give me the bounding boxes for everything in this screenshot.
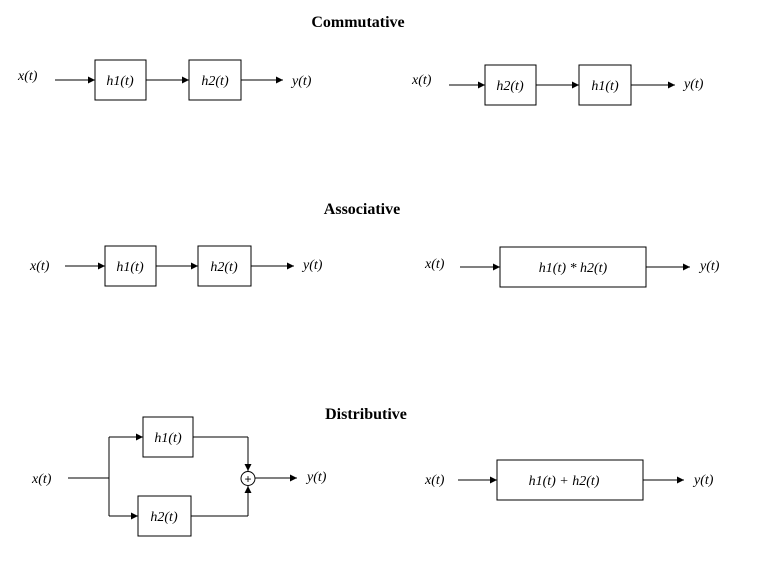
associative-title: Associative [324,201,400,218]
associative-left-block-2-label: h2(t) [210,260,238,275]
distributive-left-output-label: y(t) [305,470,327,485]
associative-left-input-label: x(t) [29,259,50,274]
associative-right-block [499,246,647,288]
commutative-left-block-2 [188,59,242,101]
commutative-left-system: x(t) h1(t) h2(t) y(t) [17,59,312,101]
associative-left-block-2 [197,245,252,287]
commutative-right-output-label: y(t) [682,77,704,92]
distributive-lower-block [137,495,192,537]
distributive-right-block [496,459,644,501]
commutative-right-system: x(t) h2(t) h1(t) y(t) [411,64,704,106]
distributive-right-output-label: y(t) [692,473,714,488]
commutative-left-block-1-label: h1(t) [106,74,134,89]
associative-right-input-label: x(t) [424,257,445,272]
distributive-title: Distributive [325,406,407,423]
distributive-right-system: x(t) h1(t) + h2(t) y(t) [424,459,714,501]
commutative-title: Commutative [311,14,404,31]
associative-left-block-1 [104,245,157,287]
associative-left-output-label: y(t) [301,258,323,273]
associative-right-system: x(t) h1(t) * h2(t) y(t) [424,246,720,288]
commutative-right-input-label: x(t) [411,73,432,88]
commutative-left-input-label: x(t) [17,69,38,84]
distributive-right-block-label: h1(t) + h2(t) [529,474,600,489]
associative-right-block-label: h1(t) * h2(t) [539,261,608,276]
summing-junction-plus: + [244,472,251,486]
commutative-left-output-label: y(t) [290,74,312,89]
associative-left-system: x(t) h1(t) h2(t) y(t) [29,245,323,287]
distributive-left-input-label: x(t) [31,472,52,487]
commutative-right-block-1 [484,64,537,106]
associative-right-output-label: y(t) [698,259,720,274]
distributive-upper-block [142,416,194,458]
commutative-right-block-2-label: h1(t) [591,79,619,94]
distributive-left-system: x(t) h1(t) h2(t) + y(t) [31,416,327,537]
associative-left-block-1-label: h1(t) [116,260,144,275]
commutative-right-block-1-label: h2(t) [496,79,524,94]
distributive-upper-block-label: h1(t) [154,431,182,446]
distributive-right-input-label: x(t) [424,473,445,488]
commutative-left-block-2-label: h2(t) [201,74,229,89]
distributive-lower-block-label: h2(t) [150,510,178,525]
